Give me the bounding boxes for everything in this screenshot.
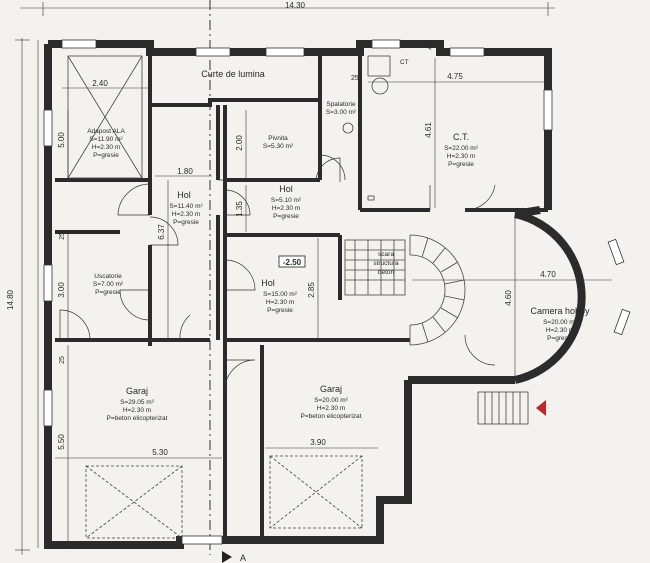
room-garaj2-floor: P=beton elicopterizat <box>301 413 362 420</box>
room-labels: Curte de lumina Adapost ALA S=11.90 m² H… <box>87 59 590 422</box>
room-ct-floor: P=gresie <box>448 161 474 168</box>
dim-4-61: 4.61 <box>424 122 433 138</box>
stairs-label-2: structura <box>373 260 399 267</box>
room-adapost-height: H=2.30 m <box>92 144 120 151</box>
total-width-label: 14.30 <box>285 1 306 10</box>
dim-2-00: 2.00 <box>235 135 244 151</box>
room-garaj2-height: H=2.30 m <box>317 405 345 412</box>
total-height-label: 14.80 <box>6 289 15 310</box>
dim-2-85: 2.85 <box>307 282 316 298</box>
room-hol3-height: H=2.30 m <box>266 299 294 306</box>
inner-dimension-lines <box>55 58 612 545</box>
level-label: -2.50 <box>283 258 302 267</box>
stairs-label-3: beton <box>378 269 395 276</box>
room-hobby-area: S=20.00 m² <box>543 319 578 326</box>
dim-5-50: 5.50 <box>57 434 66 450</box>
fixtures <box>67 55 391 539</box>
dimension-labels: 2.40 5.00 1.80 2.00 1.35 6.37 3.00 2.85 … <box>57 42 556 457</box>
dim-40: 40 <box>427 42 434 50</box>
room-hol1-name: Hol <box>177 190 191 200</box>
room-hobby-floor: P=gresie <box>547 335 573 342</box>
room-garaj2-name: Garaj <box>320 384 342 394</box>
dim-3-90: 3.90 <box>310 438 326 447</box>
windows <box>43 39 631 545</box>
dim-4-75: 4.75 <box>447 72 463 81</box>
dim-2-40: 2.40 <box>92 79 108 88</box>
room-hol3-area: S=15.00 m² <box>263 291 298 298</box>
room-hobby-name: Camera hobby <box>530 306 590 316</box>
room-spalatorie-area: S=3.00 m² <box>326 109 357 116</box>
room-uscatorie-floor: P=gresie <box>95 289 121 296</box>
room-garaj1-area: S=29.05 m² <box>120 399 155 406</box>
dim-4-70: 4.70 <box>540 270 556 279</box>
entrance-arrow-icon <box>536 400 546 416</box>
room-hol3-floor: P=gresie <box>267 307 293 314</box>
room-uscatorie-area: S=7.00 m² <box>93 281 124 288</box>
dim-25-c: 25 <box>351 75 359 82</box>
room-uscatorie-name: Uscatorie <box>94 273 122 280</box>
room-pivnita-area: S=5.30 m² <box>263 143 294 150</box>
dim-25-b: 25 <box>59 356 66 364</box>
room-garaj2-area: S=20.00 m² <box>314 397 349 404</box>
room-garaj1-height: H=2.30 m <box>123 407 151 414</box>
dim-25-a: 25 <box>59 232 66 240</box>
room-hol2-height: H=2.30 m <box>272 205 300 212</box>
ct-symbol-label: CT <box>400 59 409 66</box>
stairs-label-1: scara <box>378 251 394 258</box>
room-hol2-floor: P=gresie <box>273 213 299 220</box>
room-ct-area: S=22.00 m² <box>444 145 479 152</box>
room-spalatorie-name: Spalatorie <box>326 101 356 108</box>
room-ct-height: H=2.30 m <box>447 153 475 160</box>
dim-1-80: 1.80 <box>177 167 193 176</box>
room-hol3-name: Hol <box>261 278 275 288</box>
room-hol1-floor: P=gresie <box>173 219 199 226</box>
room-adapost-floor: P=gresie <box>93 152 119 159</box>
room-ct-name: C.T. <box>453 132 469 142</box>
room-hobby-height: H=2.30 m <box>546 327 574 334</box>
dim-4-60: 4.60 <box>504 290 513 306</box>
room-garaj1-name: Garaj <box>126 386 148 396</box>
dim-5-30: 5.30 <box>152 448 168 457</box>
overall-dimensions: 14.30 14.80 <box>6 1 555 555</box>
room-curte-name: Curte de lumina <box>201 69 265 79</box>
doors <box>59 154 496 391</box>
entry-steps <box>477 391 546 425</box>
dim-5-00: 5.00 <box>57 132 66 148</box>
spiral-stair <box>344 234 466 346</box>
dim-1-35: 1.35 <box>235 201 244 217</box>
room-hol2-area: S=5.10 m² <box>271 197 302 204</box>
room-adapost-area: S=11.90 m² <box>89 136 123 143</box>
dim-6-37: 6.37 <box>157 224 166 240</box>
room-hol1-height: H=2.30 m <box>172 211 200 218</box>
section-marker: A <box>222 551 246 563</box>
room-garaj1-floor: P=beton elicopterizat <box>107 415 168 422</box>
room-hol2-name: Hol <box>279 184 293 194</box>
interior-walls <box>55 52 548 540</box>
room-pivnita-name: Pivnita <box>268 135 288 142</box>
dim-3-00: 3.00 <box>57 282 66 298</box>
level-marker <box>278 255 306 268</box>
section-mark-label: A <box>240 553 246 563</box>
room-hol1-area: S=11.40 m² <box>169 203 203 210</box>
room-adapost-name: Adapost ALA <box>87 128 125 135</box>
sink-icon <box>342 122 354 134</box>
